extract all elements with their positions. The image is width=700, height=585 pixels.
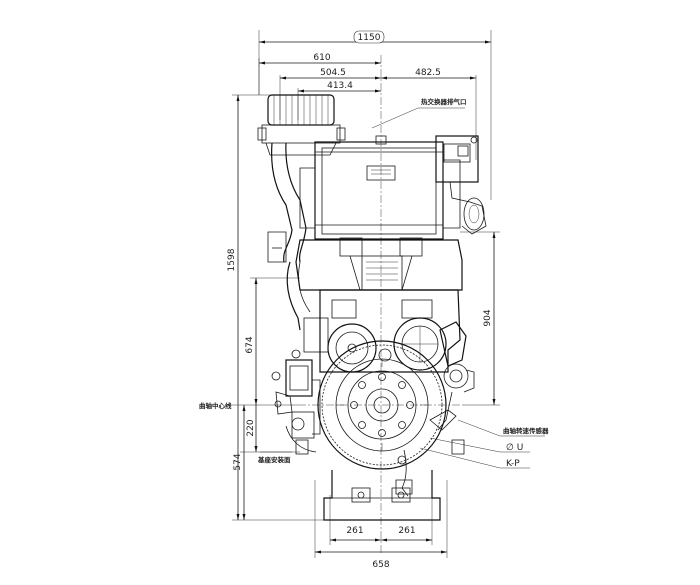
label-mount-surface: 基座安装面 — [257, 455, 291, 464]
right-lower-pump — [437, 321, 475, 431]
dim-right-a: 482.5 — [415, 68, 441, 78]
dim-height-total: 1598 — [227, 248, 237, 271]
dim-left-a: 504.5 — [320, 68, 346, 78]
engine-outline — [257, 94, 487, 521]
dim-base-left: 261 — [346, 526, 363, 536]
label-phi-u: ∅ U — [506, 443, 523, 453]
right-upper-box — [435, 135, 487, 235]
dimension-texts: 1150 610 504.5 413.4 482.5 1598 674 904 … — [227, 33, 493, 570]
dim-height-crank-base: 220 — [246, 419, 256, 436]
callout-labels: 热交换器排气口 曲轴中心线 基座安装面 曲轴转速传感器 ∅ U K-P — [199, 97, 549, 469]
dim-left-half: 610 — [313, 53, 330, 63]
dim-left-b: 413.4 — [327, 81, 353, 91]
heat-exchanger-cap — [257, 94, 346, 156]
dim-height-right: 904 — [483, 309, 493, 326]
dim-base-width: 658 — [372, 560, 389, 570]
label-crank-centerline: 曲轴中心线 — [199, 401, 232, 410]
dim-height-crank-up: 674 — [245, 336, 255, 353]
crank-damper — [317, 340, 447, 470]
dim-height-base: 574 — [233, 453, 243, 470]
label-kp: K-P — [506, 459, 520, 469]
dim-overall-width: 1150 — [358, 33, 381, 43]
dim-base-right: 261 — [398, 526, 415, 536]
label-heat-exchanger-vent: 热交换器排气口 — [421, 97, 467, 106]
left-lower-components — [271, 359, 321, 453]
label-speed-sensor: 曲轴转速传感器 — [503, 426, 549, 435]
